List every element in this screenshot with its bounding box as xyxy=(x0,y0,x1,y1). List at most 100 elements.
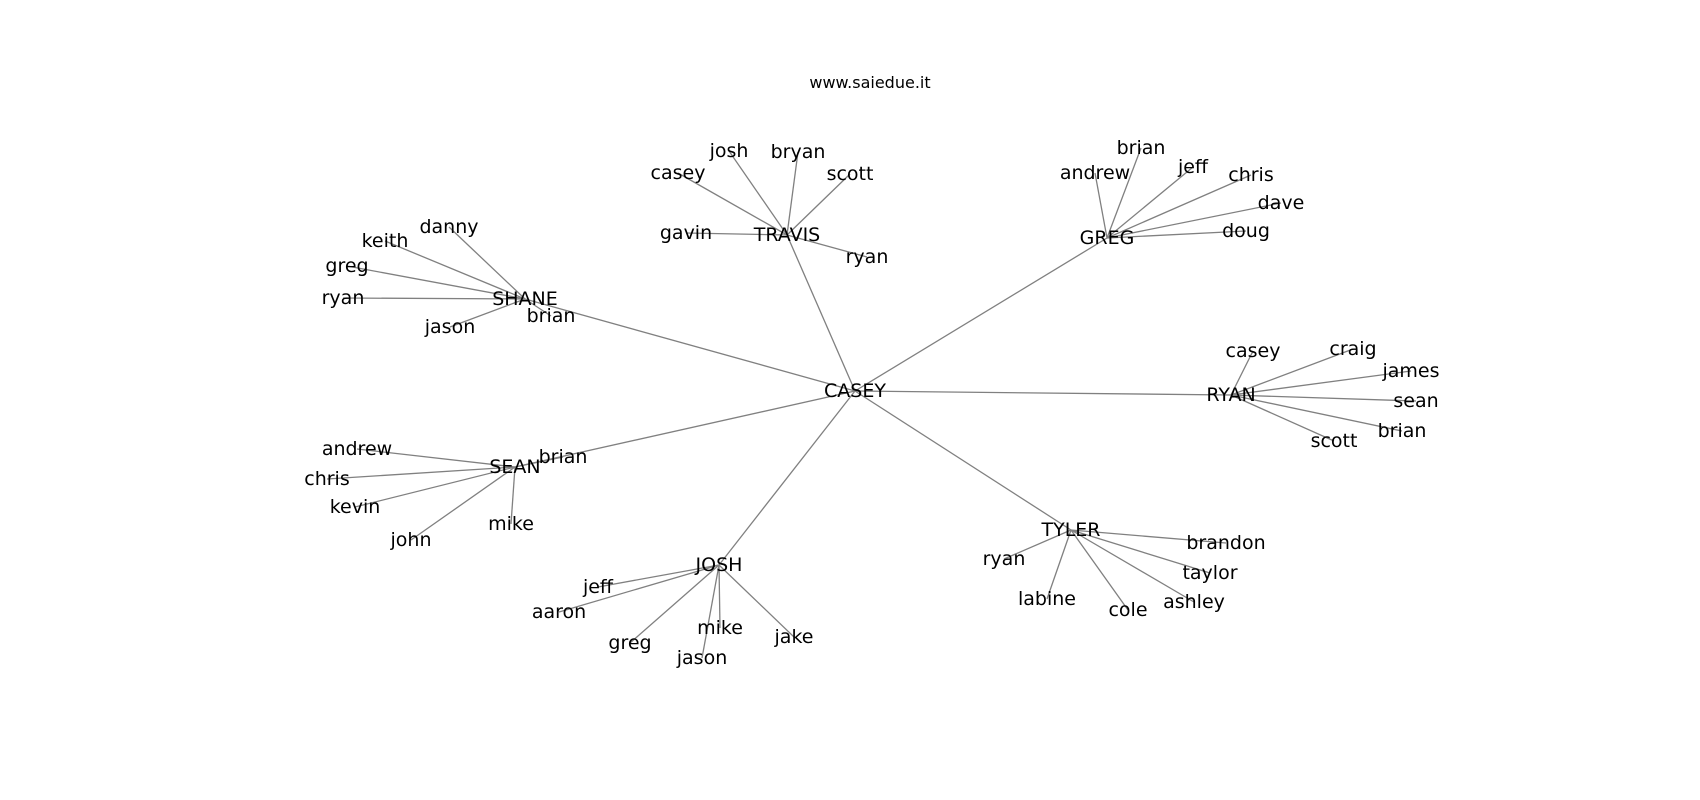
edge-sean-brian xyxy=(514,456,564,468)
edge-sean-john xyxy=(410,466,516,541)
edge-travis-gavin xyxy=(685,232,788,236)
edge-travis-scott xyxy=(786,173,851,236)
edge-sean-andrew xyxy=(356,448,516,468)
node-leaf-josh-jason: jason xyxy=(676,647,728,669)
node-leaf-sean-chris: chris xyxy=(304,468,349,490)
edge-josh-aaron xyxy=(558,564,720,613)
node-leaf-ryan-craig: craig xyxy=(1329,338,1376,360)
node-hub-shane: SHANE xyxy=(492,288,558,310)
node-leaf-shane-brian: brian xyxy=(527,305,576,327)
node-leaf-ryan-james: james xyxy=(1381,360,1439,382)
edge-greg-dave xyxy=(1106,202,1282,239)
edge-josh-jake xyxy=(718,564,795,638)
edge-travis-casey xyxy=(677,172,788,236)
node-leaf-tyler-brandon: brandon xyxy=(1186,532,1265,554)
edge-travis-josh xyxy=(728,150,788,236)
edge-shane-greg xyxy=(346,265,526,300)
edge-travis-bryan xyxy=(786,151,799,236)
node-leaf-ryan-brian: brian xyxy=(1378,420,1427,442)
edge-casey-travis xyxy=(786,234,856,392)
node-leaf-sean-mike: mike xyxy=(488,513,534,535)
edge-casey-tyler xyxy=(854,390,1072,531)
node-leaf-sean-brian: brian xyxy=(539,446,588,468)
node-leaf-ryan-casey: casey xyxy=(1226,340,1281,362)
node-leaf-sean-andrew: andrew xyxy=(322,438,392,460)
edge-casey-greg xyxy=(854,237,1108,392)
edge-tyler-ashley xyxy=(1070,529,1195,603)
node-hub-sean: SEAN xyxy=(489,456,540,478)
node-leaf-greg-andrew: andrew xyxy=(1060,162,1130,184)
edge-tyler-labine xyxy=(1046,529,1072,600)
edge-shane-jason xyxy=(449,298,526,328)
edge-greg-jeff xyxy=(1106,166,1194,239)
edge-casey-sean xyxy=(514,390,856,468)
node-hub-greg: GREG xyxy=(1080,227,1135,249)
node-leaf-travis-ryan: ryan xyxy=(846,246,889,268)
node-leaf-tyler-ryan: ryan xyxy=(983,548,1026,570)
node-leaf-greg-doug: doug xyxy=(1222,220,1270,242)
node-leaf-sean-kevin: kevin xyxy=(330,496,381,518)
site-title: www.saiedue.it xyxy=(809,73,930,92)
node-leaf-tyler-ashley: ashley xyxy=(1163,591,1225,613)
edge-josh-jason xyxy=(701,564,720,659)
node-hub-ryan: RYAN xyxy=(1206,384,1255,406)
edge-ryan-sean xyxy=(1230,394,1417,402)
edge-ryan-craig xyxy=(1230,348,1354,396)
node-leaf-sean-john: john xyxy=(390,529,432,551)
node-leaf-josh-mike: mike xyxy=(697,617,743,639)
edge-tyler-cole xyxy=(1070,529,1129,611)
edge-casey-shane xyxy=(524,298,856,392)
node-leaf-greg-dave: dave xyxy=(1258,192,1305,214)
edge-josh-jeff xyxy=(597,564,720,588)
node-leaf-tyler-labine: labine xyxy=(1018,588,1076,610)
edge-greg-brian xyxy=(1106,147,1142,239)
node-leaf-josh-jake: jake xyxy=(774,626,814,648)
node-leaf-shane-ryan: ryan xyxy=(322,287,365,309)
edge-tyler-taylor xyxy=(1070,529,1211,574)
edge-casey-josh xyxy=(718,390,856,566)
node-leaf-travis-josh: josh xyxy=(709,140,749,162)
node-leaf-greg-chris: chris xyxy=(1228,164,1273,186)
edge-tyler-ryan xyxy=(1003,529,1072,560)
edge-josh-greg xyxy=(629,564,720,644)
node-leaf-shane-danny: danny xyxy=(419,216,478,238)
node-leaf-travis-casey: casey xyxy=(651,162,706,184)
node-center-casey: CASEY xyxy=(824,380,886,402)
edge-shane-keith xyxy=(384,240,526,300)
node-leaf-tyler-cole: cole xyxy=(1108,599,1147,621)
edge-ryan-james xyxy=(1230,370,1412,396)
node-leaf-shane-jason: jason xyxy=(424,316,476,338)
node-leaf-ryan-scott: scott xyxy=(1311,430,1358,452)
node-hub-travis: TRAVIS xyxy=(753,224,820,246)
node-hub-tyler: TYLER xyxy=(1040,519,1100,541)
edge-ryan-casey xyxy=(1230,350,1254,396)
node-leaf-greg-jeff: jeff xyxy=(1177,156,1209,178)
edge-sean-mike xyxy=(510,466,516,525)
edge-sean-kevin xyxy=(354,466,516,508)
node-leaf-shane-keith: keith xyxy=(362,230,409,252)
node-leaf-travis-scott: scott xyxy=(827,163,874,185)
edges-layer xyxy=(326,147,1417,659)
edge-shane-brian xyxy=(524,298,552,317)
node-hub-josh: JOSH xyxy=(695,554,743,576)
edge-tyler-brandon xyxy=(1070,529,1227,544)
edge-shane-ryan xyxy=(342,297,526,300)
node-leaf-josh-greg: greg xyxy=(608,632,651,654)
edge-travis-ryan xyxy=(786,234,868,258)
edge-greg-chris xyxy=(1106,174,1252,239)
edge-ryan-brian xyxy=(1230,394,1403,432)
edge-greg-andrew xyxy=(1094,172,1108,239)
edge-ryan-scott xyxy=(1230,394,1335,442)
node-leaf-travis-gavin: gavin xyxy=(660,222,712,244)
edge-shane-danny xyxy=(448,226,526,300)
node-leaf-ryan-sean: sean xyxy=(1393,390,1438,412)
edge-josh-mike xyxy=(718,564,721,629)
node-leaf-greg-brian: brian xyxy=(1117,137,1166,159)
node-leaf-tyler-taylor: taylor xyxy=(1182,562,1237,584)
node-leaf-josh-aaron: aaron xyxy=(532,601,586,623)
edge-sean-chris xyxy=(326,466,516,480)
node-leaf-josh-jeff: jeff xyxy=(582,576,614,598)
node-leaf-shane-greg: greg xyxy=(325,255,368,277)
